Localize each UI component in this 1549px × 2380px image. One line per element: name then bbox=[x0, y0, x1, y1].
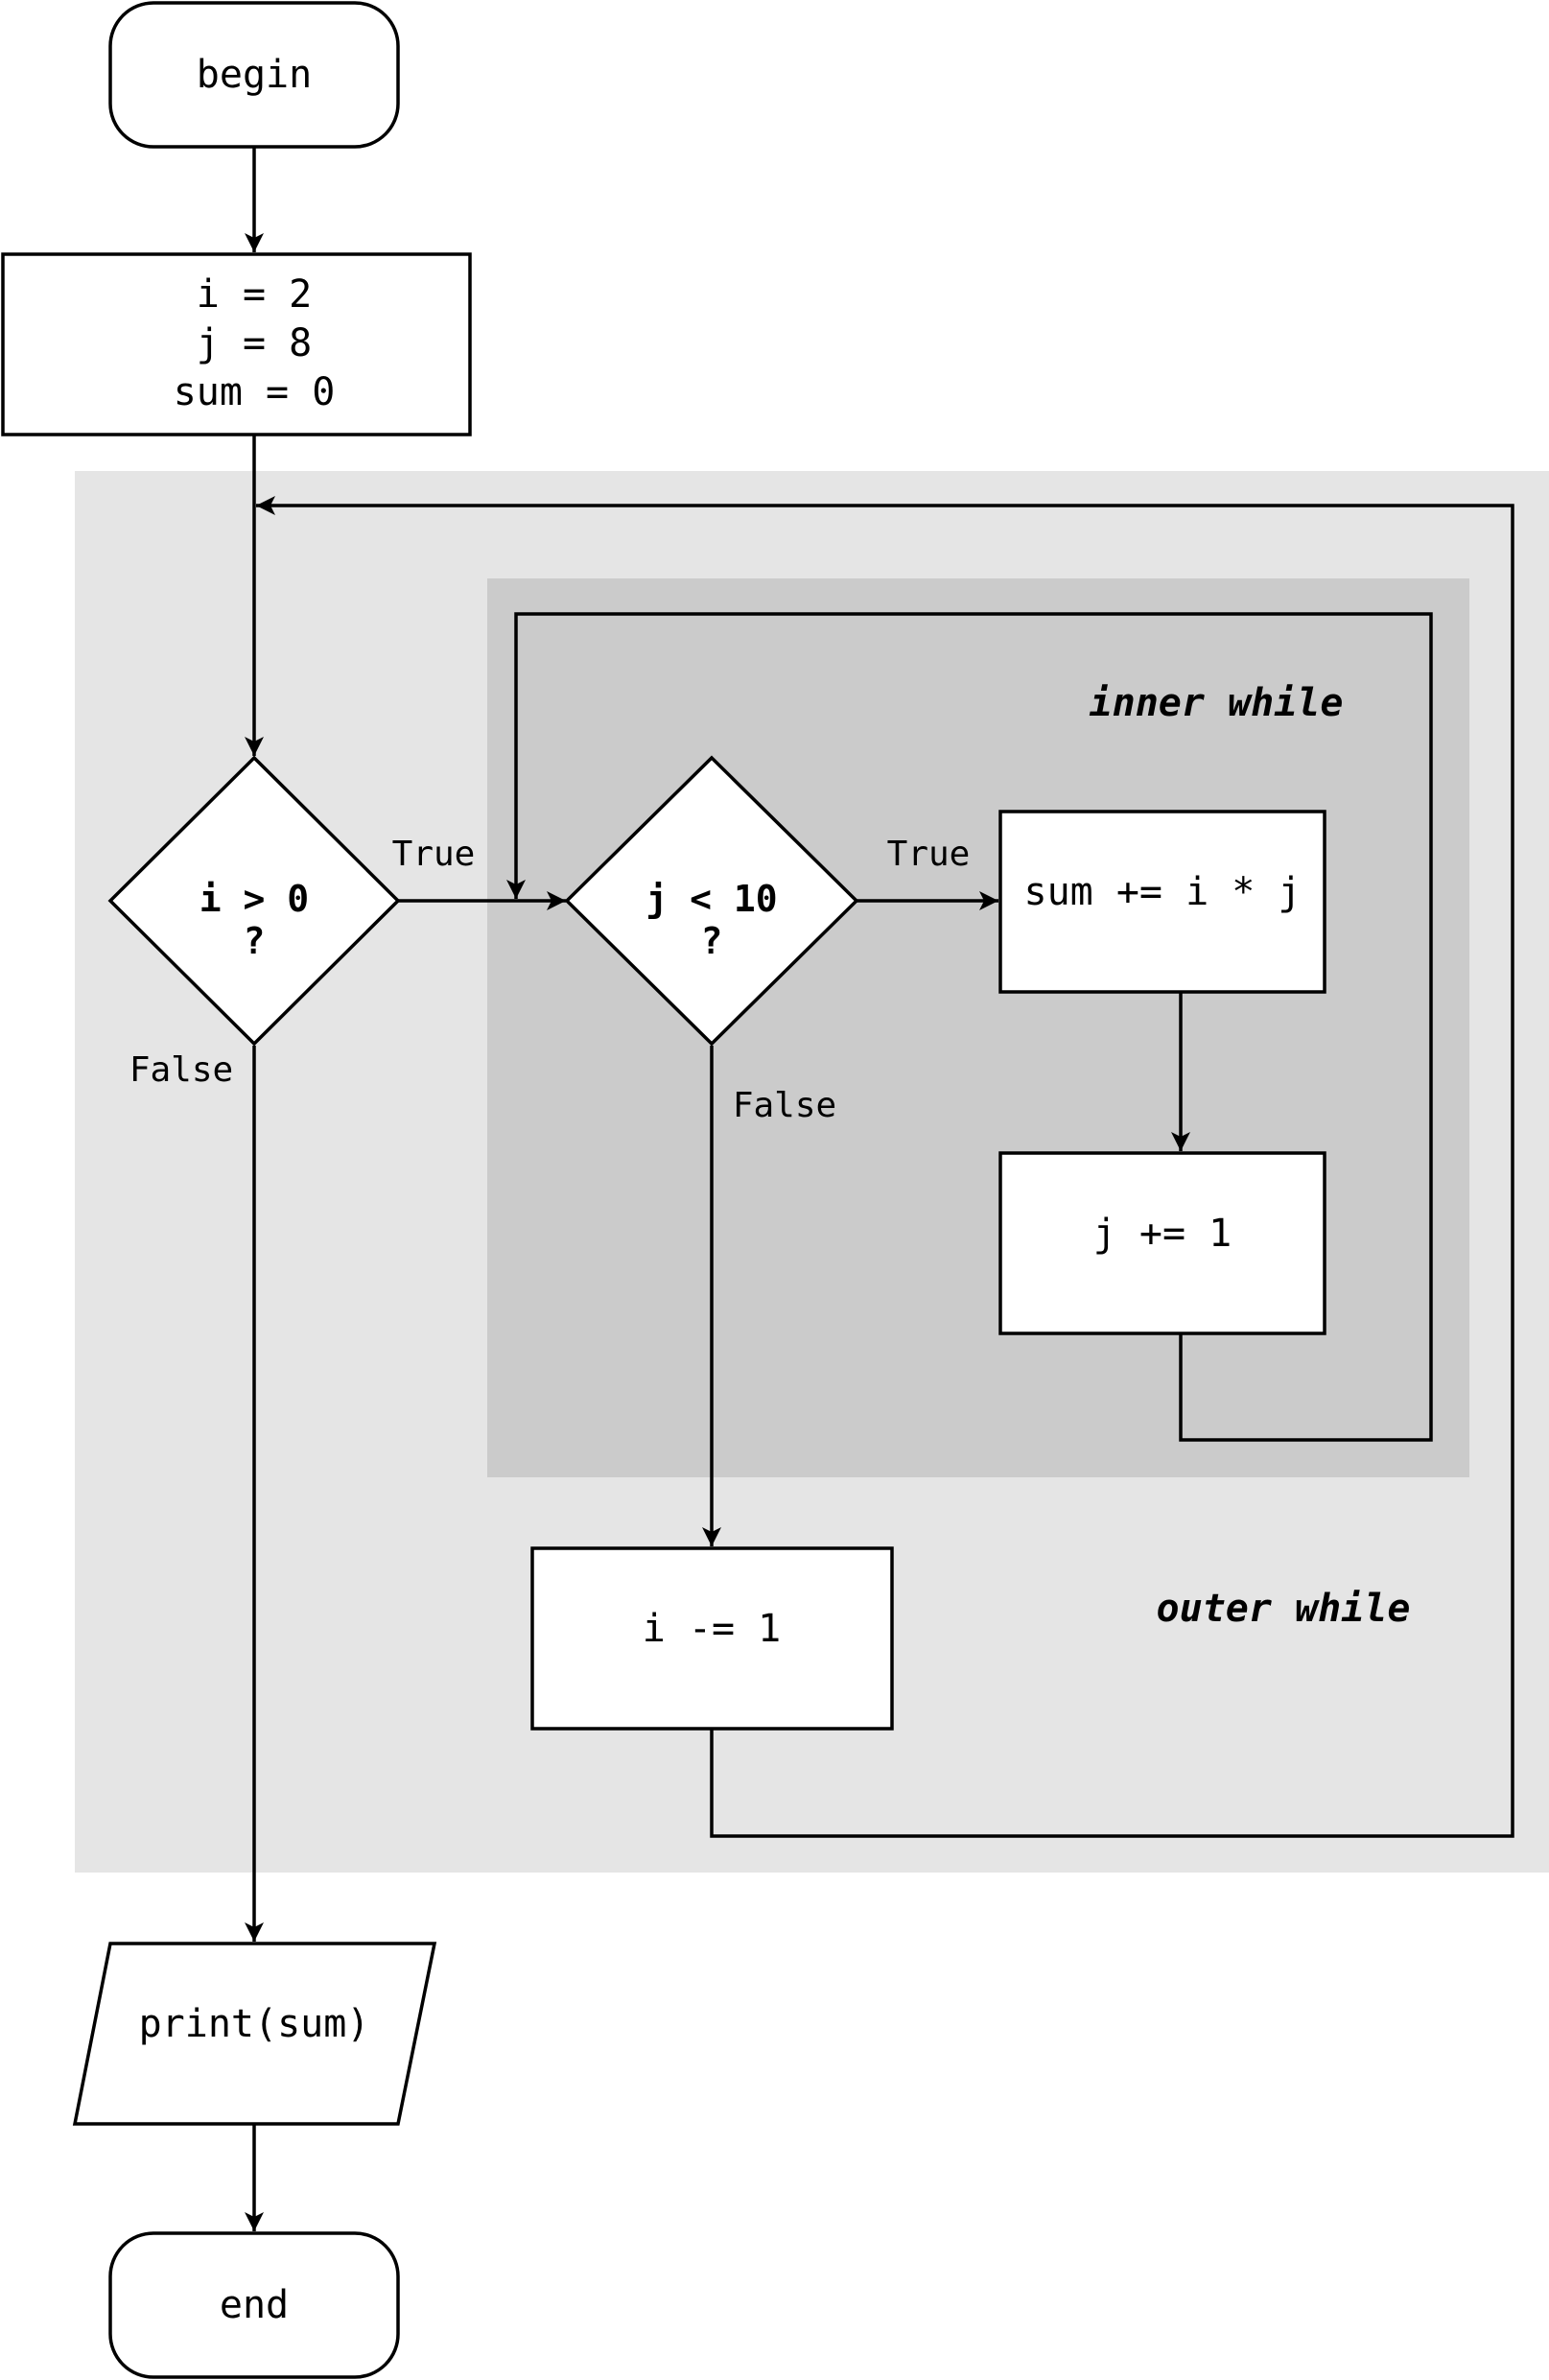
outer-condition-question: ? bbox=[244, 920, 266, 962]
j-increment-process bbox=[998, 1151, 1326, 1335]
i-decrement-label: i -= 1 bbox=[643, 1607, 782, 1651]
end-label: end bbox=[220, 2283, 289, 2327]
inner-true-label: True bbox=[887, 835, 971, 874]
init-line-j: j = 8 bbox=[197, 321, 312, 365]
print-label: print(sum) bbox=[139, 2002, 370, 2046]
outer-false-label: False bbox=[129, 1050, 233, 1090]
outer-while-label: outer while bbox=[1157, 1587, 1411, 1631]
sum-update-label: sum += i * j bbox=[1024, 870, 1302, 914]
begin-label: begin bbox=[197, 53, 312, 97]
init-line-i: i = 2 bbox=[197, 272, 312, 317]
sum-update-process bbox=[998, 810, 1326, 994]
inner-condition-decision bbox=[564, 755, 859, 1047]
end-terminal bbox=[108, 2231, 400, 2379]
edge-outer-loop-back bbox=[256, 496, 1514, 1838]
begin-terminal bbox=[108, 1, 400, 149]
outer-condition-text: i > 0 bbox=[199, 878, 309, 920]
edge-inner-loop-back bbox=[506, 612, 1433, 1442]
init-line-sum: sum = 0 bbox=[174, 370, 336, 414]
inner-condition-text: j < 10 bbox=[645, 878, 777, 920]
print-output bbox=[72, 1942, 437, 2126]
outer-condition-decision bbox=[107, 755, 401, 1047]
inner-while-label: inner while bbox=[1090, 681, 1344, 725]
outer-true-label: True bbox=[392, 835, 476, 874]
j-increment-label: j += 1 bbox=[1093, 1212, 1232, 1256]
init-process bbox=[1, 252, 472, 436]
inner-false-label: False bbox=[733, 1086, 836, 1125]
i-decrement-process bbox=[530, 1546, 894, 1731]
inner-condition-question: ? bbox=[701, 920, 723, 962]
